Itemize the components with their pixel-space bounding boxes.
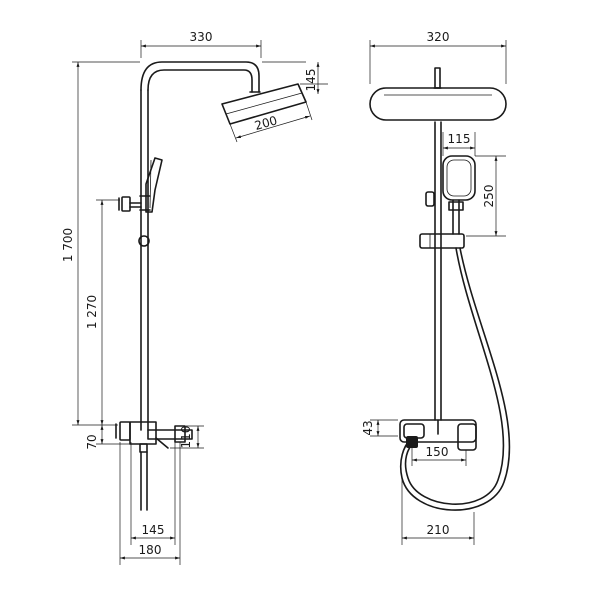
dim-115: 115 <box>442 132 476 156</box>
dim-43-label: 43 <box>361 420 375 435</box>
dim-150-label: 150 <box>426 445 449 459</box>
side-handshower-holder <box>139 157 163 213</box>
side-diverter-knob <box>118 196 142 212</box>
dim-1700: 1 700 <box>61 61 140 426</box>
dim-250-label: 250 <box>482 185 496 208</box>
dim-150: 150 <box>411 445 467 466</box>
dim-330: 330 <box>140 30 262 58</box>
front-diverter-knob <box>425 191 435 207</box>
side-slider-ball <box>138 235 150 247</box>
front-view: 320 115 250 43 150 <box>361 30 511 545</box>
dim-200-label: 200 <box>253 113 279 133</box>
dim-210-label: 210 <box>427 523 450 537</box>
dim-110-label: 110 <box>179 426 193 449</box>
dim-115-label: 115 <box>448 132 471 146</box>
side-view: 330 145 200 1 700 1 270 <box>61 30 328 565</box>
dim-70: 70 <box>85 425 140 450</box>
dim-145-bottom: 145 <box>130 442 176 545</box>
dim-110: 110 <box>170 426 204 449</box>
dim-210: 210 <box>401 478 475 545</box>
dim-200: 200 <box>229 101 313 143</box>
dim-320: 320 <box>369 30 507 84</box>
dim-180-bottom-label: 180 <box>139 543 162 557</box>
front-mixer <box>399 419 477 451</box>
front-handshower <box>442 155 476 235</box>
side-mixer <box>115 421 193 511</box>
dim-250: 250 <box>466 155 506 237</box>
dim-330-label: 330 <box>190 30 213 44</box>
dim-70-label: 70 <box>85 434 99 449</box>
dim-145-bottom-label: 145 <box>142 523 165 537</box>
dim-1270: 1 270 <box>85 199 120 425</box>
dim-145-head: 145 <box>262 61 328 94</box>
front-shower-head <box>369 67 507 121</box>
dim-320-label: 320 <box>427 30 450 44</box>
front-slide-bracket <box>419 233 465 249</box>
dim-1270-label: 1 270 <box>85 295 99 329</box>
dim-1700-label: 1 700 <box>61 228 75 262</box>
side-arm-outer <box>140 61 260 93</box>
dim-180-bottom: 180 <box>119 442 181 565</box>
dim-145-label: 145 <box>304 69 318 92</box>
side-arm-inner <box>147 69 253 93</box>
front-hose <box>399 247 511 511</box>
dim-43: 43 <box>361 419 398 437</box>
